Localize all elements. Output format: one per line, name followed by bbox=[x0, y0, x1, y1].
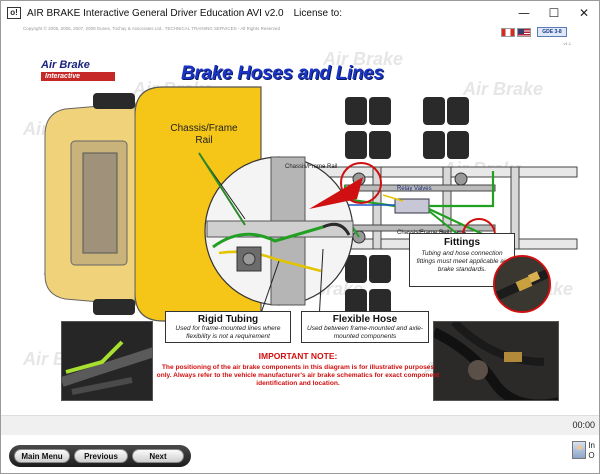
user-line-2: O bbox=[588, 451, 595, 460]
avatar bbox=[572, 441, 587, 459]
window-title-text: AIR BRAKE Interactive General Driver Edu… bbox=[27, 7, 284, 19]
lesson-timer: 00:00 bbox=[572, 420, 595, 430]
next-button[interactable]: Next bbox=[132, 449, 184, 463]
minimize-button[interactable]: — bbox=[518, 6, 530, 20]
fittings-title: Fittings bbox=[443, 237, 481, 248]
rigid-tubing-photo-image bbox=[62, 322, 152, 400]
rigid-tubing-photo bbox=[61, 321, 153, 401]
close-button[interactable]: ✕ bbox=[578, 6, 590, 20]
title-bar: o! AIR BRAKE Interactive General Driver … bbox=[1, 1, 599, 25]
flexible-hose-photo bbox=[433, 321, 559, 401]
fitting-photo-image bbox=[495, 257, 549, 311]
user-block: In O bbox=[572, 441, 595, 461]
status-strip: 00:00 bbox=[1, 415, 599, 435]
usa-flag-icon[interactable] bbox=[517, 27, 531, 37]
previous-button[interactable]: Previous bbox=[74, 449, 128, 463]
canada-flag-icon[interactable] bbox=[501, 27, 515, 37]
module-badge: GDE 3-8 bbox=[537, 27, 567, 37]
pointer-arrow bbox=[309, 177, 363, 209]
user-info: In O bbox=[588, 441, 595, 461]
magnified-inset bbox=[204, 156, 354, 306]
app-icon: o! bbox=[7, 7, 21, 19]
bottom-bar: Main Menu Previous Next In O bbox=[1, 435, 599, 473]
chassis-rail-big-label: Chassis/Frame Rail bbox=[161, 123, 247, 147]
fittings-desc: Tubing and hose connection fittings must… bbox=[416, 250, 508, 273]
page-title: Brake Hoses and Lines bbox=[181, 63, 384, 84]
chassis-rail-line-2: Rail bbox=[195, 135, 213, 146]
logo-text: Air Brake bbox=[41, 59, 90, 71]
user-line-1: In bbox=[588, 441, 595, 450]
flexible-hose-desc: Used between frame-mounted and axle-moun… bbox=[307, 325, 423, 340]
important-note: IMPORTANT NOTE: The positioning of the a… bbox=[155, 351, 441, 388]
main-menu-button[interactable]: Main Menu bbox=[14, 449, 70, 463]
tractor-cab-drawing bbox=[44, 86, 262, 322]
air-brake-logo: Air Brake Interactive bbox=[41, 59, 119, 89]
rigid-tubing-callout: Rigid Tubing Used for frame-mounted line… bbox=[165, 311, 291, 343]
important-note-title: IMPORTANT NOTE: bbox=[258, 351, 338, 361]
chassis-rail-top-label: Chassis/Frame Rail bbox=[285, 164, 338, 170]
navigation-bar: Main Menu Previous Next bbox=[9, 445, 191, 467]
window-controls: — ☐ ✕ bbox=[509, 1, 599, 25]
license-label: License to: bbox=[293, 7, 342, 19]
flexible-hose-callout: Flexible Hose Used between frame-mounted… bbox=[301, 311, 429, 343]
rigid-tubing-title: Rigid Tubing bbox=[197, 314, 259, 325]
language-flags: GDE 3-8 bbox=[501, 27, 567, 37]
relay-valves-label: Relay Valves bbox=[397, 186, 432, 192]
window-title: AIR BRAKE Interactive General Driver Edu… bbox=[27, 8, 342, 19]
flexible-hose-photo-image bbox=[434, 322, 558, 400]
version-label: v1.1 bbox=[563, 41, 571, 46]
copyright-text: Copyright © 2005, 2006, 2007, 2008 Dunes… bbox=[23, 26, 280, 31]
fitting-photo bbox=[493, 255, 551, 313]
flexible-hose-title: Flexible Hose bbox=[332, 314, 398, 325]
rigid-tubing-desc: Used for frame-mounted lines where flexi… bbox=[175, 325, 281, 340]
chassis-rail-line-1: Chassis/Frame bbox=[170, 123, 238, 134]
important-note-body: The positioning of the air brake compone… bbox=[156, 364, 440, 387]
maximize-button[interactable]: ☐ bbox=[548, 6, 560, 20]
green-pointer bbox=[198, 152, 246, 226]
logo-bar: Interactive bbox=[41, 72, 115, 81]
